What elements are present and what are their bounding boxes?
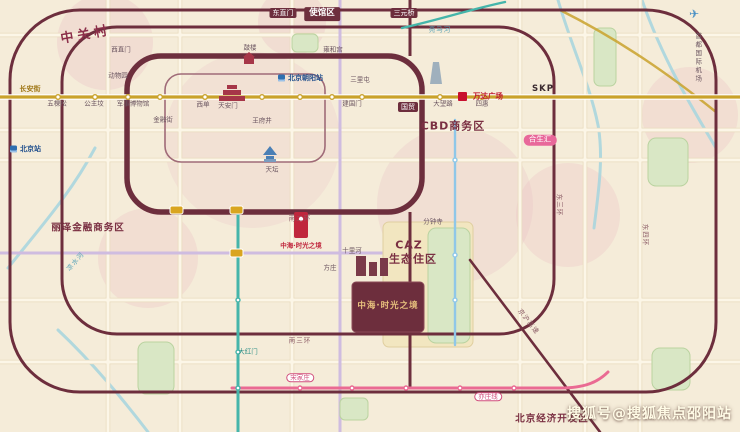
outer-ring-road xyxy=(8,8,718,394)
ring-roads xyxy=(8,0,718,394)
drum-tower-icon xyxy=(243,52,255,64)
station-dots xyxy=(55,93,517,391)
project-block xyxy=(351,281,425,333)
metro-yizhuang-line xyxy=(230,370,610,390)
third-ring-road xyxy=(60,25,556,336)
jinghu-expressway xyxy=(468,258,602,432)
landmark-icons xyxy=(169,52,467,276)
inner-city-ring xyxy=(164,73,326,163)
project-flag-icon xyxy=(294,212,308,238)
wanda-logo-icon xyxy=(458,92,467,101)
parks xyxy=(137,27,691,421)
tiananmen-icon xyxy=(219,85,245,101)
airport-express-line xyxy=(400,0,507,30)
road-badges xyxy=(169,205,244,258)
second-ring-road xyxy=(124,53,425,215)
watermark: 搜狐号@搜狐焦点邵阳站 xyxy=(567,406,732,422)
buildings-icon xyxy=(356,256,388,276)
china-zun-icon xyxy=(430,62,442,84)
temple-of-heaven-icon xyxy=(263,146,277,162)
